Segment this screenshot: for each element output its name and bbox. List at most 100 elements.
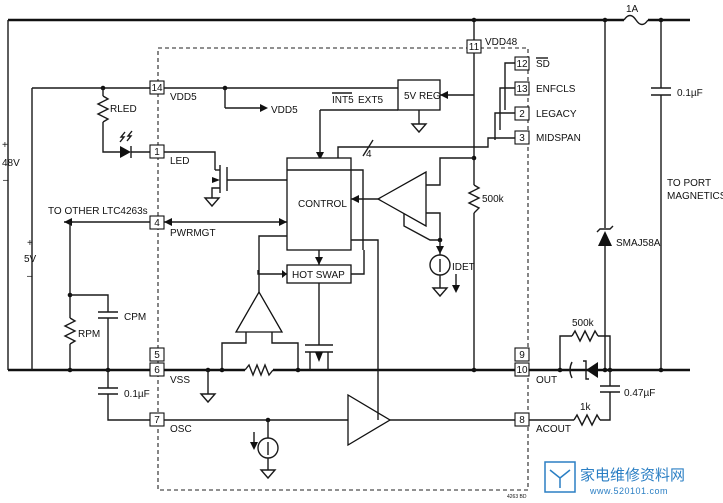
schottky-diode-icon [586, 362, 598, 378]
amp-in-minus [221, 332, 247, 370]
pin-9-number: 9 [519, 350, 525, 361]
hotswap-left [257, 270, 287, 275]
vdd48-label: VDD48 [485, 37, 518, 48]
junction [658, 367, 664, 373]
junction [471, 17, 477, 23]
arrow-right-icon [282, 270, 287, 278]
ground-icon [259, 469, 277, 480]
pin-10-number: 10 [516, 365, 528, 376]
enfcls-label: ENFCLS [536, 84, 576, 95]
r1k-label: 1k [580, 402, 592, 413]
pin-11-number: 11 [469, 42, 480, 53]
resistor-rpm [63, 317, 77, 345]
v48-minus: – [3, 175, 9, 186]
resistor-500k-horizontal [571, 329, 599, 343]
acout-label: ACOUT [536, 424, 571, 435]
osc-label: OSC [170, 424, 192, 435]
idet-label: IDET [452, 262, 475, 273]
magnetics-label: MAGNETICS [667, 191, 723, 202]
bus-count: 4 [366, 149, 372, 160]
junction [295, 367, 301, 373]
cap-osc-label: 0.1µF [124, 389, 150, 400]
legacy-label: LEGACY [536, 109, 577, 120]
led-label: LED [170, 156, 189, 167]
legacy-wire [494, 112, 515, 140]
junction [219, 367, 225, 373]
other-ltc-label: TO OTHER LTC4263s [48, 206, 148, 217]
pin-10 [514, 362, 530, 377]
amp-in-plus [271, 332, 299, 370]
osc-to-control [351, 239, 379, 420]
pin-5 [149, 347, 165, 362]
pin-12-number: 12 [516, 59, 528, 70]
light-ray-icon [119, 131, 126, 143]
midspan-label: MIDSPAN [536, 133, 581, 144]
detect-comparator [376, 170, 427, 228]
vss-label: VSS [170, 375, 190, 386]
junction [67, 367, 73, 373]
light-ray-icon [126, 130, 133, 142]
r1k-wire-r [600, 392, 611, 421]
out-label: OUT [536, 375, 557, 386]
arrow-down-icon [250, 442, 258, 450]
current-sense-amp [234, 290, 284, 333]
r500k-h-wire-r [598, 335, 611, 370]
r500k-h-wire-l [559, 335, 572, 370]
led-diode-icon [120, 146, 131, 158]
watermark-logo-icon [544, 461, 576, 493]
junction [471, 367, 477, 373]
figure-code: 4263 BD [507, 494, 527, 500]
pin-7-number: 7 [154, 415, 160, 426]
v5-minus: – [27, 271, 33, 282]
pin-13-number: 13 [516, 84, 528, 95]
sd-wire [504, 62, 515, 110]
fet-arrow [315, 352, 323, 362]
enfcls-wire [499, 87, 515, 130]
hotswap-right [351, 250, 365, 275]
acout-amplifier [347, 393, 392, 447]
regulator-5v [397, 79, 441, 111]
control-inner-loop [287, 169, 364, 250]
detect-in-bot [426, 212, 441, 240]
junction [658, 17, 664, 23]
v48-plus: + [2, 140, 8, 151]
pin-8-number: 8 [519, 415, 525, 426]
fet-source [211, 187, 220, 198]
cap-out-label: 0.47µF [624, 388, 655, 399]
rpm-label: RPM [78, 329, 100, 340]
junction [602, 17, 608, 23]
led-wire [102, 122, 120, 153]
osc-wire [107, 394, 150, 421]
midspan-bus [337, 137, 515, 158]
int5-label: INT5 [332, 95, 354, 106]
detect-in-top [426, 157, 474, 186]
resistor-rled [96, 95, 110, 123]
pin-6 [149, 362, 165, 377]
v5-plus: + [27, 238, 33, 249]
ground-icon [431, 287, 449, 298]
vdd5-out-label: VDD5 [271, 105, 298, 116]
tvs-bar [596, 225, 614, 233]
pin-3-number: 3 [519, 133, 525, 144]
watermark-url: www.520101.com [589, 486, 668, 496]
pin-14-number: 14 [151, 83, 163, 94]
pwrmgt-label: PWRMGT [170, 228, 216, 239]
resistor-500k-vertical [467, 184, 481, 214]
arrow-right-icon [279, 218, 287, 226]
ground-icon [410, 123, 428, 134]
arrow-down-icon [316, 152, 324, 160]
arrow-right-icon [260, 104, 268, 112]
smaj-label: SMAJ58A [616, 238, 661, 249]
cpm-label: CPM [124, 312, 146, 323]
vdd5-label: VDD5 [170, 92, 197, 103]
pin-9 [514, 347, 530, 362]
detect-feedback [403, 214, 440, 241]
arrow-left-icon [164, 218, 172, 226]
tvs-diode-icon [598, 231, 612, 246]
r500k-h-label: 500k [572, 318, 595, 329]
schottky-bar [583, 360, 589, 380]
ground-icon [203, 197, 221, 208]
arrow-left-icon [351, 195, 359, 203]
reg-label: 5V REG [404, 91, 441, 102]
